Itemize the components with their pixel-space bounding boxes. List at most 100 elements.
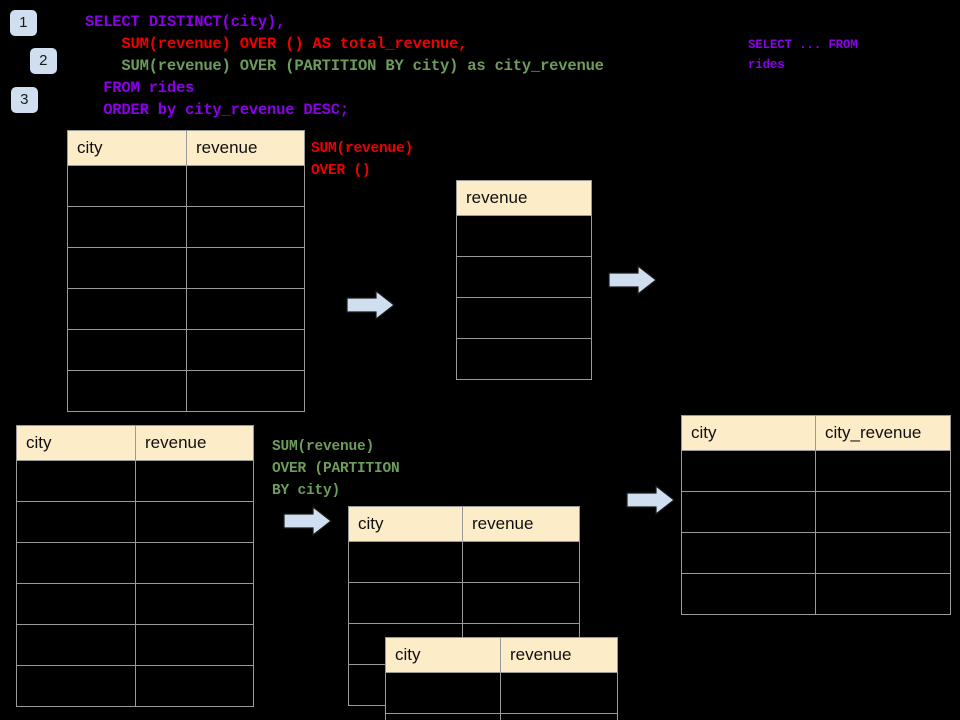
table-row <box>681 573 951 615</box>
annotation-sum-over-partition-line1: SUM(revenue) <box>272 439 375 455</box>
cell-city <box>385 672 501 714</box>
table-row <box>456 297 592 339</box>
column-header-city: city <box>67 130 187 166</box>
cell-city <box>348 582 463 624</box>
cell-city-revenue <box>815 532 951 574</box>
column-header-revenue: revenue <box>135 425 254 461</box>
annotation-sum-over-partition-line3: BY city) <box>272 483 341 499</box>
sql-line-from: FROM rides <box>85 79 195 97</box>
table-row <box>67 247 305 289</box>
cell-revenue <box>186 165 305 207</box>
cell-city <box>385 713 501 720</box>
table-row <box>456 256 592 298</box>
table-header-row: revenue <box>456 180 592 216</box>
cell-city <box>67 165 187 207</box>
annotation-sum-over-partition-line2: OVER (PARTITION <box>272 461 400 477</box>
table-header-row: city city_revenue <box>681 415 951 451</box>
cell-revenue <box>462 582 580 624</box>
cell-city <box>16 542 136 584</box>
cell-revenue <box>135 542 254 584</box>
column-header-revenue: revenue <box>462 506 580 542</box>
cell-revenue <box>186 288 305 330</box>
cell-city <box>16 501 136 543</box>
cell-revenue <box>186 247 305 289</box>
cell-city <box>67 288 187 330</box>
cell-revenue <box>456 297 592 339</box>
step-badge-3[interactable]: 3 <box>11 87 38 113</box>
cell-city <box>67 370 187 412</box>
table-row <box>67 165 305 207</box>
cell-city <box>67 247 187 289</box>
cell-revenue <box>135 583 254 625</box>
step-badge-2[interactable]: 2 <box>30 48 57 74</box>
cell-revenue <box>456 338 592 380</box>
table-row <box>385 713 618 720</box>
table-row <box>16 665 254 707</box>
table-row <box>67 370 305 412</box>
cell-revenue <box>186 206 305 248</box>
cell-revenue <box>135 501 254 543</box>
cell-city <box>16 624 136 666</box>
sql-line-order-by: ORDER by city_revenue DESC; <box>85 101 349 119</box>
cell-city <box>67 329 187 371</box>
cell-revenue <box>135 460 254 502</box>
partition-group-b-table: city revenue <box>385 637 618 720</box>
table-row <box>456 215 592 257</box>
table-row <box>16 501 254 543</box>
cell-city-revenue <box>815 573 951 615</box>
table-row <box>681 450 951 492</box>
cell-city-revenue <box>815 450 951 492</box>
total-revenue-table: revenue <box>456 180 592 380</box>
cell-city <box>681 450 816 492</box>
column-header-city: city <box>681 415 816 451</box>
cell-city <box>67 206 187 248</box>
arrow-source-to-partition <box>283 505 333 537</box>
cell-city <box>681 573 816 615</box>
cell-revenue <box>500 713 618 720</box>
cell-city-revenue <box>815 491 951 533</box>
cell-city <box>16 460 136 502</box>
cell-revenue <box>500 672 618 714</box>
rides-source-partition-table: city revenue <box>16 425 254 707</box>
cell-revenue <box>135 624 254 666</box>
table-row <box>681 532 951 574</box>
table-header-row: city revenue <box>16 425 254 461</box>
table-header-row: city revenue <box>385 637 618 673</box>
table-header-row: city revenue <box>348 506 580 542</box>
step-badge-1[interactable]: 1 <box>10 10 37 36</box>
table-row <box>67 288 305 330</box>
cell-revenue <box>456 215 592 257</box>
table-row <box>67 329 305 371</box>
table-row <box>16 583 254 625</box>
table-header-row: city revenue <box>67 130 305 166</box>
table-row <box>16 624 254 666</box>
annotation-sum-over-empty-line1: SUM(revenue) <box>311 141 414 157</box>
column-header-city-revenue: city_revenue <box>815 415 951 451</box>
table-row <box>456 338 592 380</box>
table-row <box>348 541 580 583</box>
cell-city <box>348 541 463 583</box>
column-header-city: city <box>348 506 463 542</box>
cell-revenue <box>135 665 254 707</box>
cell-revenue <box>186 370 305 412</box>
cell-city <box>16 665 136 707</box>
sql-line-total-revenue: SUM(revenue) OVER () AS total_revenue, <box>85 35 468 53</box>
table-row <box>67 206 305 248</box>
arrow-source-to-total <box>346 289 396 321</box>
sql-line-select: SELECT DISTINCT(city), <box>85 13 286 31</box>
arrow-partition-to-final <box>626 484 676 516</box>
table-row <box>348 582 580 624</box>
final-result-table: city city_revenue <box>681 415 951 615</box>
annotation-sum-over-empty-line2: OVER () <box>311 163 371 179</box>
cell-city <box>681 491 816 533</box>
cell-revenue <box>186 329 305 371</box>
sql-line-city-revenue: SUM(revenue) OVER (PARTITION BY city) as… <box>85 57 604 75</box>
column-header-revenue: revenue <box>456 180 592 216</box>
table-row <box>681 491 951 533</box>
arrow-total-to-final <box>608 264 658 296</box>
column-header-city: city <box>385 637 501 673</box>
cell-city <box>681 532 816 574</box>
rides-source-table: city revenue <box>67 130 305 412</box>
table-row <box>16 542 254 584</box>
